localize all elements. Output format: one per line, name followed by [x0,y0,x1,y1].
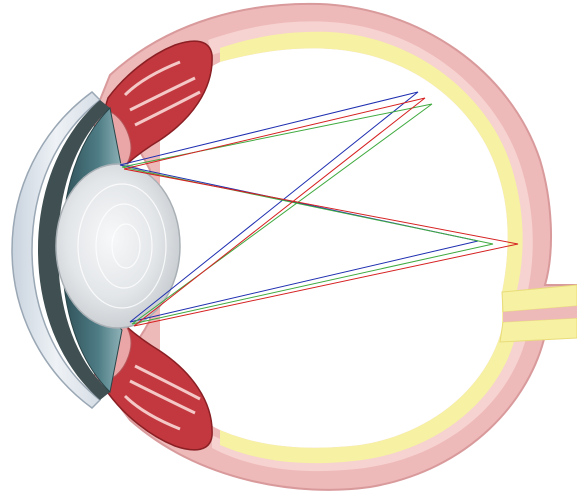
optic-nerve [500,285,577,342]
vitreous-body [160,48,508,447]
lens [56,164,180,328]
